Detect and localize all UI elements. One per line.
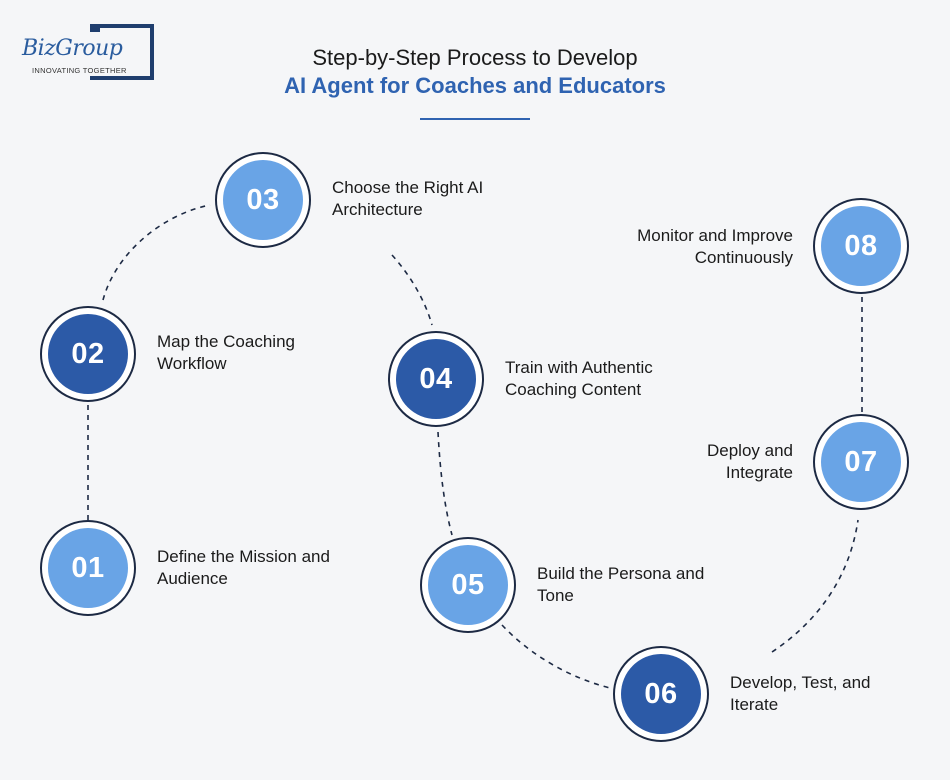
- step-04-label-line-2: Coaching Content: [505, 380, 642, 399]
- step-04-number: 04: [396, 339, 476, 419]
- step-07-number: 07: [821, 422, 901, 502]
- step-01-label-line-2: Audience: [157, 569, 228, 588]
- title-underline: [420, 118, 530, 120]
- step-05-number: 05: [428, 545, 508, 625]
- step-08-circle: 08: [813, 198, 909, 294]
- step-02-label: Map the Coaching Workflow: [157, 331, 295, 375]
- step-03-label: Choose the Right AI Architecture: [332, 177, 483, 221]
- step-02-label-line-2: Workflow: [157, 354, 227, 373]
- step-03-label-line-2: Architecture: [332, 200, 423, 219]
- step-06-label-line-1: Develop, Test, and: [730, 673, 871, 692]
- page-title-line-2: AI Agent for Coaches and Educators: [284, 73, 666, 98]
- logo-frame: [90, 24, 154, 80]
- step-05-label-line-1: Build the Persona and: [537, 564, 705, 583]
- step-01-label-line-1: Define the Mission and: [157, 547, 330, 566]
- step-05-circle: 05: [420, 537, 516, 633]
- step-03-label-line-1: Choose the Right AI: [332, 178, 484, 197]
- step-04-label-line-1: Train with Authentic: [505, 358, 653, 377]
- step-02-label-line-1: Map the Coaching: [157, 332, 295, 351]
- bizgroup-logo: BizGroup INNOVATING TOGETHER: [22, 24, 157, 82]
- step-01-number: 01: [48, 528, 128, 608]
- step-08-label: Monitor and Improve Continuously: [573, 225, 793, 269]
- step-02-circle: 02: [40, 306, 136, 402]
- step-01-label: Define the Mission and Audience: [157, 546, 330, 590]
- connector-04-05: [437, 431, 453, 536]
- step-07-label: Deploy and Integrate: [593, 440, 793, 484]
- step-08-number: 08: [821, 206, 901, 286]
- step-04-circle: 04: [388, 331, 484, 427]
- step-08-label-line-1: Monitor and Improve: [637, 226, 793, 245]
- step-03-number: 03: [223, 160, 303, 240]
- step-04-label: Train with Authentic Coaching Content: [505, 357, 653, 401]
- connector-02-03: [102, 204, 211, 301]
- step-05-label: Build the Persona and Tone: [537, 563, 704, 607]
- step-03-circle: 03: [215, 152, 311, 248]
- logo-tagline: INNOVATING TOGETHER: [32, 66, 127, 75]
- step-06-label-line-2: Iterate: [730, 695, 779, 714]
- connector-05-06: [501, 624, 611, 689]
- step-06-number: 06: [621, 654, 701, 734]
- step-07-label-line-1: Deploy and: [706, 441, 793, 460]
- connector-03-04: [391, 254, 433, 326]
- step-07-circle: 07: [813, 414, 909, 510]
- step-01-circle: 01: [40, 520, 136, 616]
- step-02-number: 02: [48, 314, 128, 394]
- step-06-circle: 06: [613, 646, 709, 742]
- connector-06-07: [771, 519, 859, 653]
- step-06-label: Develop, Test, and Iterate: [730, 672, 871, 716]
- page-title-line-1: Step-by-Step Process to Develop: [312, 45, 638, 70]
- step-08-label-line-2: Continuously: [694, 248, 793, 267]
- step-07-label-line-2: Integrate: [725, 463, 793, 482]
- logo-wordmark: BizGroup: [22, 36, 123, 61]
- step-05-label-line-2: Tone: [537, 586, 574, 605]
